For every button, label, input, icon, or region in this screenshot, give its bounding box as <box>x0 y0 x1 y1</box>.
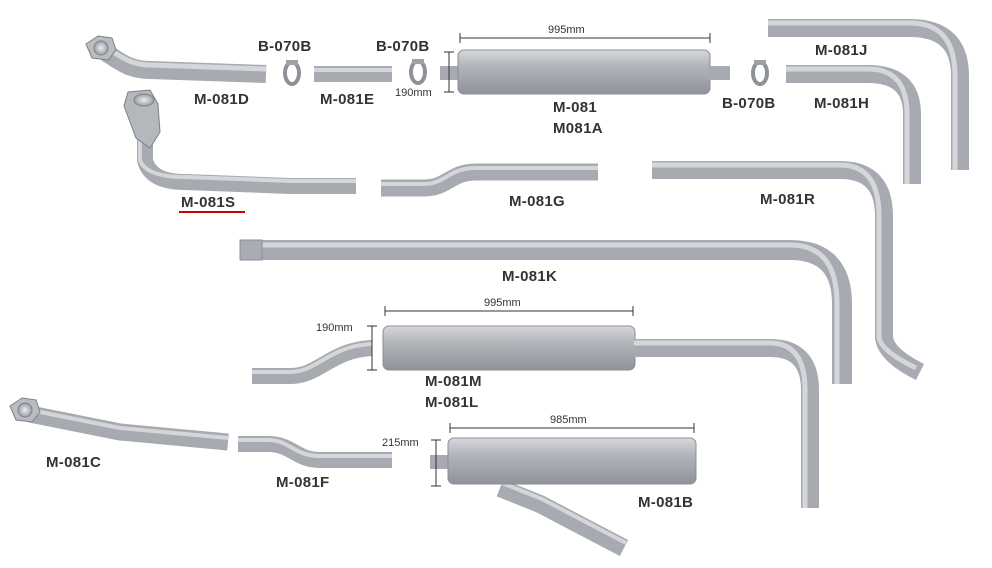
part-m081c[interactable]: M-081C <box>9 397 229 471</box>
dimension-diameter: 190mm <box>316 322 377 371</box>
part-m081s[interactable]: M-081S <box>123 89 356 213</box>
bracket-icon <box>123 89 161 149</box>
label-m081e: M-081E <box>320 91 374 108</box>
dimension-length: 985mm <box>449 414 695 433</box>
clamp-icon <box>409 59 427 85</box>
label-m081f: M-081F <box>276 474 329 491</box>
label-b070b-1: B-070B <box>258 38 312 55</box>
part-m081j[interactable]: M-081J <box>768 19 969 170</box>
label-m081g: M-081G <box>509 193 565 210</box>
label-b070b-3: B-070B <box>722 95 776 112</box>
label-m081d: M-081D <box>194 91 249 108</box>
dimension-diameter-label: 190mm <box>316 322 353 334</box>
part-m081f[interactable]: M-081F <box>238 436 392 491</box>
part-m081e[interactable]: M-081E <box>314 66 392 108</box>
label-m081: M-081 <box>553 99 597 116</box>
dimension-diameter-label: 215mm <box>382 437 419 449</box>
label-b070b-2: B-070B <box>376 38 430 55</box>
dimension-length-label: 995mm <box>484 297 521 309</box>
clamp-icon <box>283 60 301 86</box>
part-m081[interactable]: 995mm 190mm M-081 M081A <box>395 24 730 137</box>
label-m081m: M-081M <box>425 373 482 390</box>
dimension-length: 995mm <box>384 297 634 316</box>
dimension-diameter-label: 190mm <box>395 87 432 99</box>
dimension-length: 995mm <box>459 24 711 43</box>
dimension-length-label: 995mm <box>548 24 585 36</box>
part-m081g[interactable]: M-081G <box>381 163 598 210</box>
flange-icon <box>9 397 41 423</box>
label-m081r: M-081R <box>760 191 815 208</box>
dimension-diameter: 190mm <box>395 51 454 99</box>
part-b070b-3[interactable]: B-070B <box>722 60 776 112</box>
part-m081d[interactable]: M-081D <box>85 35 267 108</box>
dimension-length-label: 985mm <box>550 414 587 426</box>
dimension-diameter: 215mm <box>382 437 441 487</box>
flange-icon <box>85 35 117 61</box>
clamp-icon <box>751 60 769 86</box>
part-m081k[interactable]: M-081K <box>239 239 852 384</box>
label-m081b: M-081B <box>638 494 693 511</box>
part-b070b-1[interactable]: B-070B <box>258 38 312 86</box>
part-m081h[interactable]: M-081H <box>786 65 921 184</box>
part-m081r[interactable]: M-081R <box>652 161 925 381</box>
label-m081h: M-081H <box>814 95 869 112</box>
part-b070b-2[interactable]: B-070B <box>376 38 430 85</box>
part-m081b[interactable]: 985mm 215mm M-081B <box>382 414 697 556</box>
label-m081j: M-081J <box>815 42 868 59</box>
label-m081a: M081A <box>553 120 603 137</box>
label-m081k: M-081K <box>502 268 557 285</box>
part-m081m[interactable]: 995mm 190mm M-081M M-081L <box>252 297 819 508</box>
label-m081l: M-081L <box>425 394 478 411</box>
label-m081s: M-081S <box>181 194 235 211</box>
label-m081c: M-081C <box>46 454 101 471</box>
